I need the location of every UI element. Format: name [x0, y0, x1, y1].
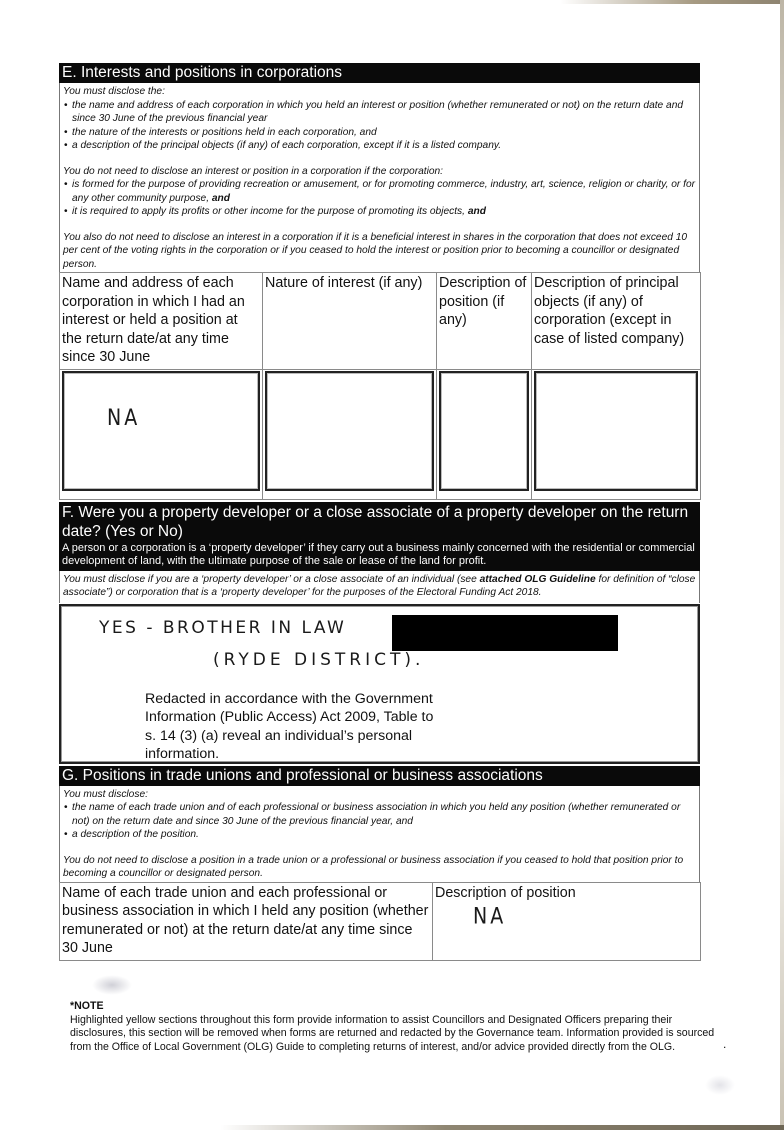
trade-unions-table: Name of each trade union and each profes…	[59, 881, 701, 961]
scan-edge-top	[560, 0, 784, 4]
table-row: NA	[59, 368, 701, 500]
footnote-title: *NOTE	[70, 1000, 104, 1012]
olg-guideline-reference: attached OLG Guideline	[479, 573, 596, 585]
footnote-body: Highlighted yellow sections throughout t…	[70, 1013, 715, 1053]
principal-objects-field[interactable]	[534, 370, 698, 491]
column-header: Description of position (if any)	[436, 272, 532, 370]
must-disclose-list: the name of each trade union and of each…	[63, 801, 696, 842]
section-e-instructions: You must disclose the: the name and addr…	[59, 83, 700, 272]
scan-smudge	[92, 975, 132, 995]
section-e-heading: E. Interests and positions in corporatio…	[59, 63, 700, 83]
section-f: F. Were you a property developer or a cl…	[59, 501, 700, 764]
handwritten-answer: NA	[473, 903, 507, 929]
section-e: E. Interests and positions in corporatio…	[59, 63, 701, 500]
instruction-text: for definition of “close associate”) or …	[63, 573, 696, 599]
exempt-list: is formed for the purpose of providing r…	[63, 178, 696, 219]
list-item: a description of the position.	[63, 828, 696, 842]
property-developer-definition: A person or a corporation is a ‘property…	[62, 541, 695, 568]
column-header: Description of principal objects (if any…	[531, 272, 701, 370]
scan-edge-bottom	[220, 1125, 784, 1130]
property-developer-answer-field[interactable]: YES - BROTHER IN LAW (RYDE DISTRICT). Re…	[59, 603, 700, 764]
corporations-table: Name and address of each corporation in …	[59, 272, 701, 500]
column-header: Description of position	[435, 884, 576, 901]
section-g: G. Positions in trade unions and profess…	[59, 765, 701, 961]
scan-blemish	[705, 1075, 735, 1095]
disclosure-form: E. Interests and positions in corporatio…	[59, 63, 701, 961]
exempt-text: it is required to apply its profits or o…	[72, 206, 468, 217]
section-g-instructions: You must disclose: the name of each trad…	[59, 785, 700, 882]
handwritten-answer-line-1: YES - BROTHER IN LAW	[99, 617, 347, 638]
must-disclose-intro: You must disclose the:	[63, 86, 165, 97]
list-item: a description of the principal objects (…	[63, 139, 696, 153]
list-item: the name of each trade union and of each…	[63, 801, 696, 828]
handwritten-answer: NA	[107, 404, 141, 431]
list-item: it is required to apply its profits or o…	[63, 205, 696, 219]
must-disclose-list: the name and address of each corporation…	[63, 99, 696, 153]
also-exempt-text: You also do not need to disclose an inte…	[63, 231, 688, 270]
instruction-text: You must disclose if you are a ‘property…	[63, 573, 480, 585]
column-header: Name and address of each corporation in …	[59, 272, 263, 370]
redaction-block	[392, 614, 618, 651]
exempt-text: is formed for the purpose of providing r…	[72, 179, 696, 204]
column-header: Name of each trade union and each profes…	[59, 881, 433, 961]
section-f-instructions: You must disclose if you are a ‘property…	[59, 570, 700, 603]
corporation-name-field[interactable]: NA	[62, 370, 260, 491]
footnote: *NOTE Highlighted yellow sections throug…	[70, 1000, 720, 1054]
redaction-notice: Redacted in accordance with the Governme…	[145, 690, 434, 763]
position-description-cell[interactable]: Description of position NA	[432, 881, 701, 961]
section-f-heading: F. Were you a property developer or a cl…	[59, 501, 700, 571]
section-g-heading: G. Positions in trade unions and profess…	[59, 765, 700, 786]
must-disclose-intro: You must disclose:	[63, 788, 148, 800]
exempt-bold: and	[467, 206, 486, 217]
table-header-row: Name and address of each corporation in …	[59, 272, 701, 370]
exempt-text: You do not need to disclose a position i…	[63, 854, 684, 880]
table-row: Name of each trade union and each profes…	[59, 881, 701, 961]
handwritten-answer-line-2: (RYDE DISTRICT).	[213, 649, 425, 670]
column-header: Nature of interest (if any)	[262, 272, 437, 370]
exempt-bold: and	[211, 192, 230, 204]
exempt-intro: You do not need to disclose an interest …	[63, 165, 444, 177]
section-f-title: F. Were you a property developer or a cl…	[62, 503, 689, 540]
list-item: the nature of the interests or positions…	[63, 126, 696, 140]
scan-mark: .	[723, 1037, 727, 1051]
scan-edge-right	[780, 0, 784, 1130]
list-item: is formed for the purpose of providing r…	[63, 178, 696, 205]
position-description-field[interactable]	[439, 370, 529, 491]
nature-of-interest-field[interactable]	[265, 370, 434, 491]
list-item: the name and address of each corporation…	[63, 99, 696, 126]
